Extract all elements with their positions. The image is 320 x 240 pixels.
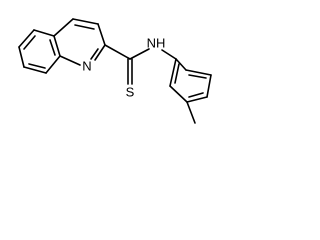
double-bond-inner: [28, 63, 46, 69]
tolyl-ring: [161, 49, 212, 124]
amide-nitrogen-label: NH: [147, 36, 166, 51]
double-bond-inner: [74, 24, 95, 30]
double-bond-inner: [49, 39, 56, 56]
bond: [169, 58, 177, 87]
bond: [185, 69, 212, 76]
chemical-structure-drawing: N NH S: [18, 18, 212, 124]
bond: [23, 66, 47, 74]
double-bond-inner: [188, 74, 207, 79]
bond: [18, 29, 35, 48]
bond: [53, 35, 61, 57]
bond: [33, 29, 55, 37]
bond: [94, 44, 106, 61]
bond: [104, 44, 131, 60]
double-bond-inner: [174, 63, 180, 84]
bond: [72, 18, 99, 25]
bond: [161, 49, 177, 60]
bond: [206, 74, 212, 98]
bond: [186, 96, 208, 103]
double-bond-inner: [90, 48, 99, 60]
bond: [59, 55, 81, 66]
double-bond-inner: [188, 92, 204, 98]
bond: [129, 48, 150, 60]
bond: [45, 55, 61, 74]
double-bond-inner: [23, 35, 36, 50]
bond: [97, 23, 106, 46]
quinoline-benzo-ring: [18, 29, 61, 74]
bond: [175, 58, 187, 71]
quinoline-pyridine-ring: [53, 18, 106, 66]
bond: [169, 85, 188, 103]
thioamide-group: [104, 44, 150, 85]
methyl-bond: [186, 101, 196, 124]
ring-nitrogen-label: N: [82, 59, 91, 74]
bond: [18, 46, 25, 68]
sulfur-label: S: [126, 85, 135, 100]
bond: [53, 18, 74, 37]
